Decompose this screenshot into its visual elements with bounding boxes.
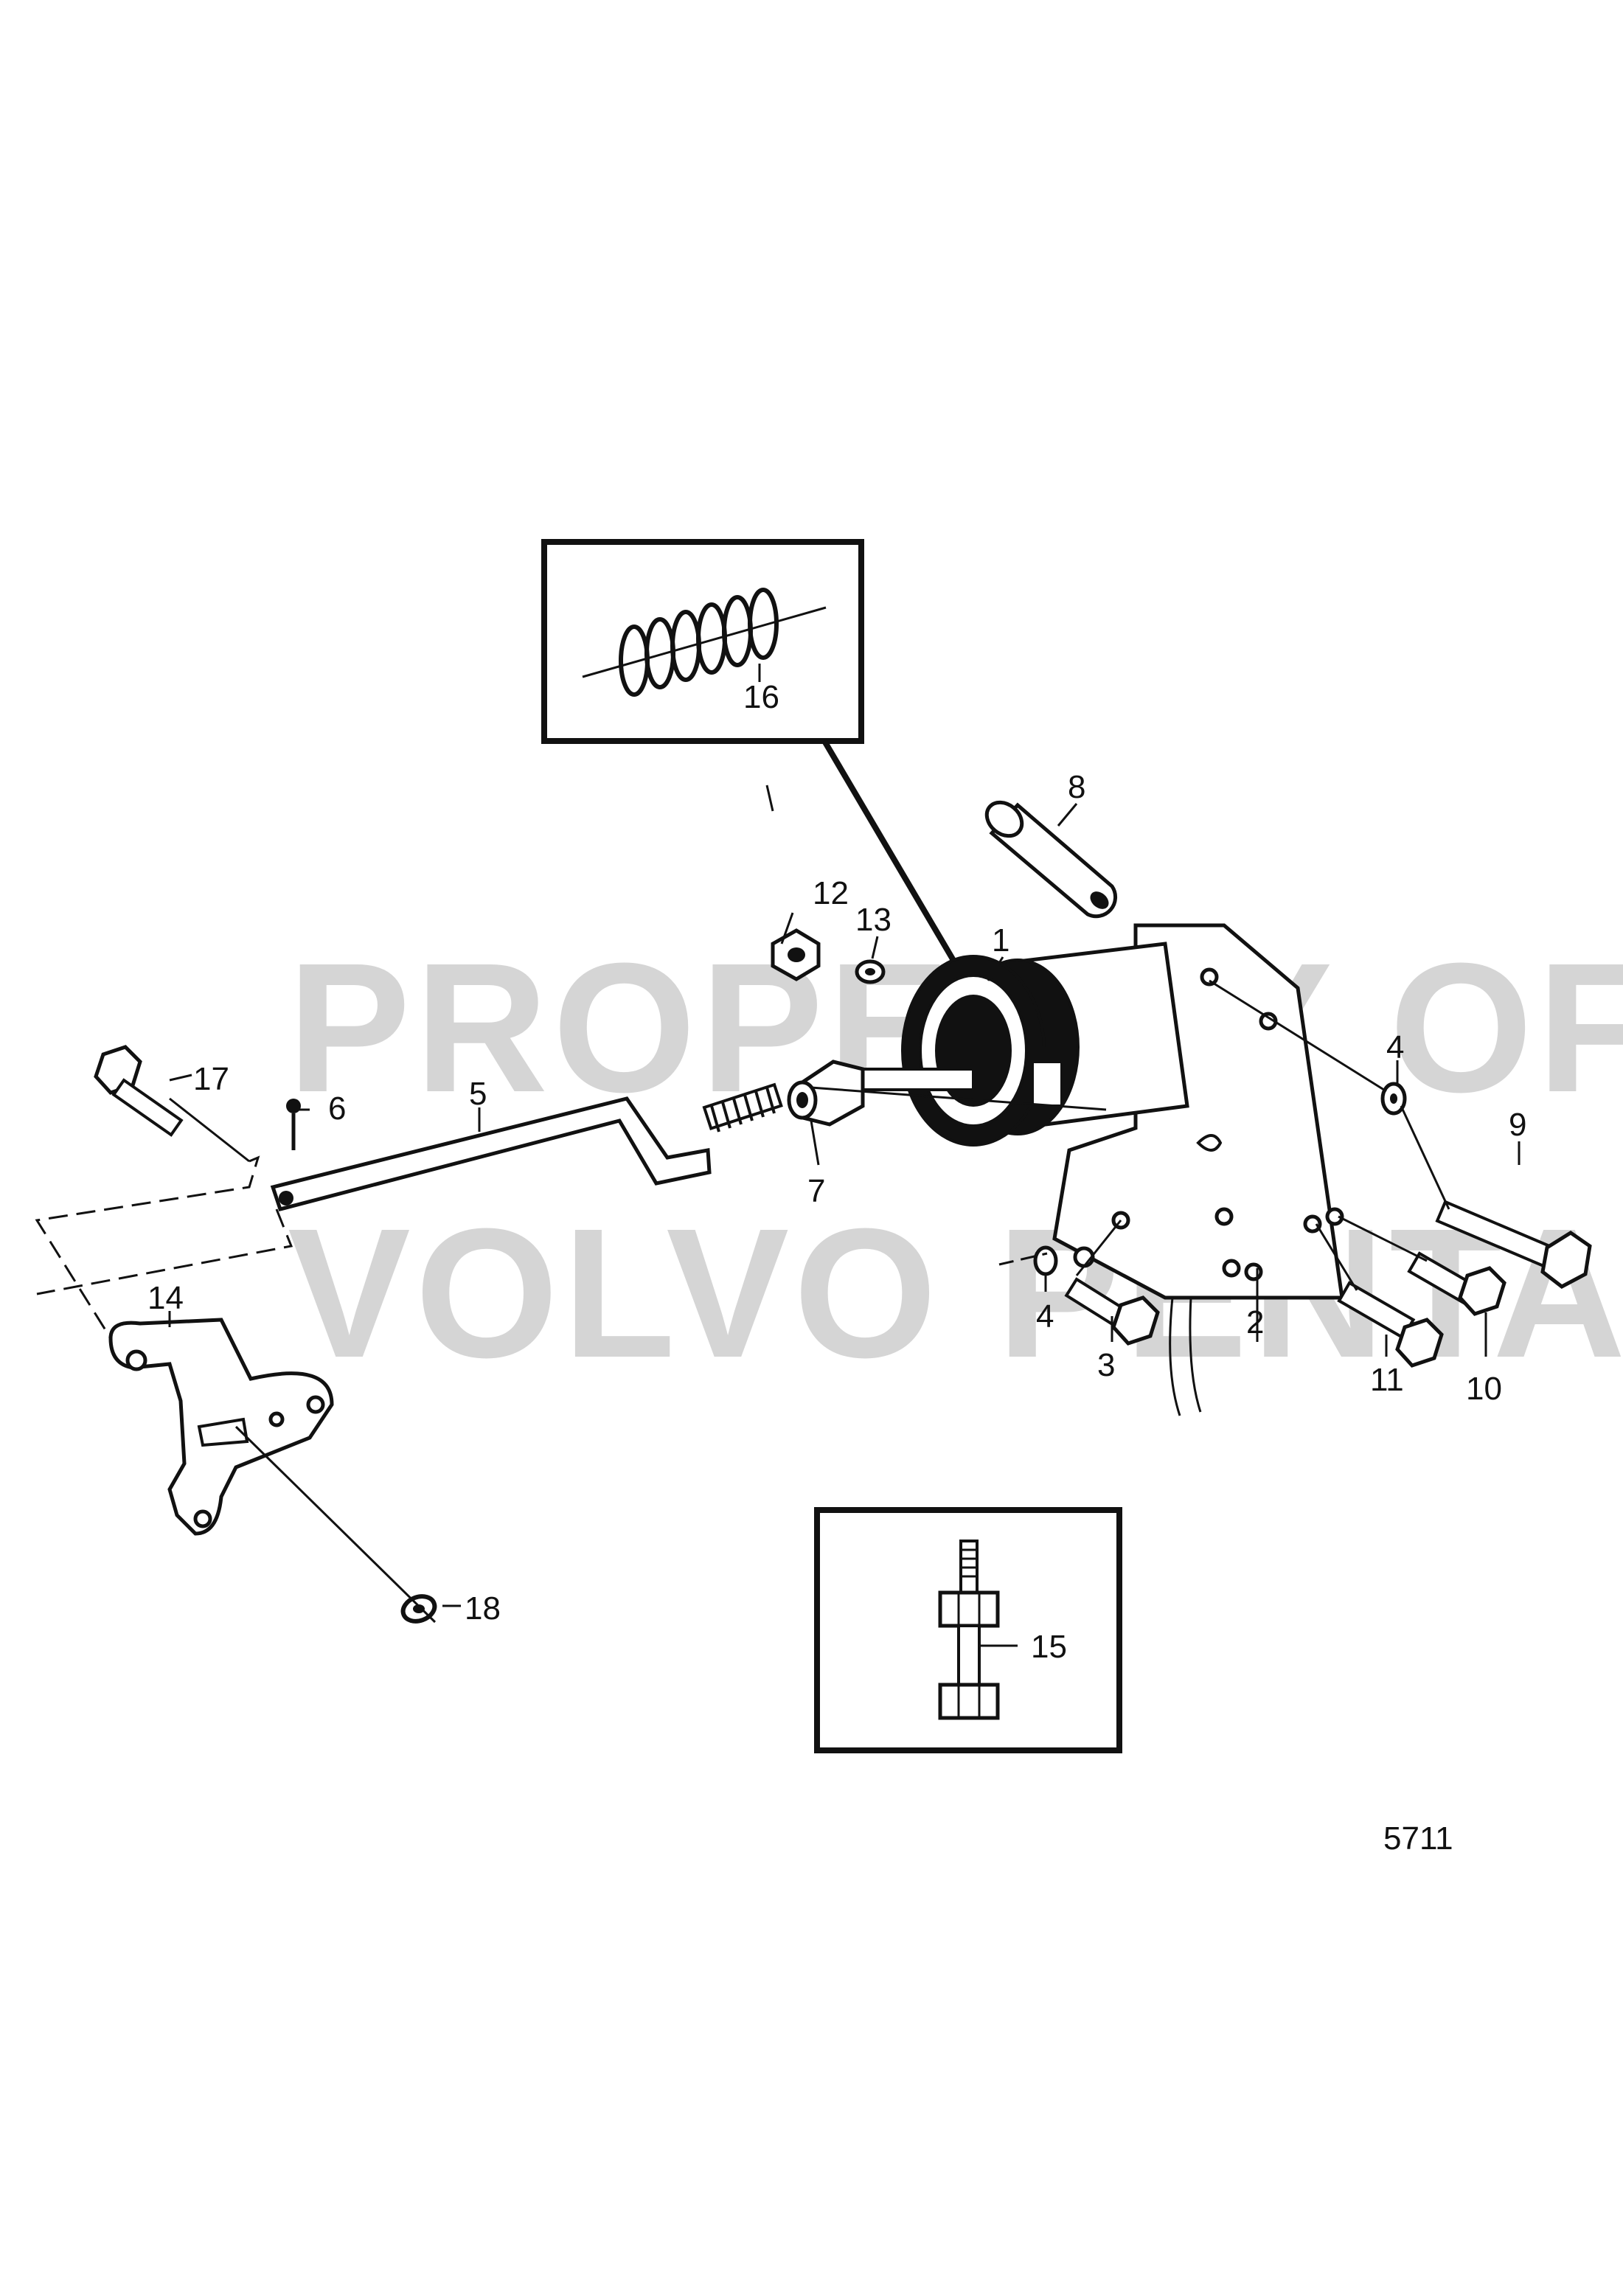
control-rod-icon bbox=[270, 1082, 783, 1212]
leader-lines bbox=[35, 785, 1521, 1624]
spring-icon bbox=[619, 588, 779, 697]
stud-icon bbox=[938, 1540, 1000, 1720]
bolt-10-icon bbox=[1407, 1251, 1506, 1316]
callout-4-lower: 4 bbox=[1036, 1298, 1054, 1335]
coupling-nut-icon bbox=[787, 1060, 865, 1127]
bolt-17-icon bbox=[94, 1045, 184, 1137]
lock-nut-icon bbox=[771, 928, 821, 981]
pin-icon bbox=[286, 1099, 301, 1150]
callout-9: 9 bbox=[1509, 1107, 1526, 1143]
washer-13-icon bbox=[855, 959, 886, 984]
callout-5: 5 bbox=[469, 1076, 487, 1112]
watermark-line-2: VOLVO PENTA bbox=[288, 1190, 1623, 1396]
callout-8: 8 bbox=[1068, 769, 1085, 805]
callout-17: 17 bbox=[193, 1061, 229, 1097]
bolt-9-icon bbox=[1435, 1200, 1592, 1289]
spacer-sleeve-icon bbox=[984, 800, 1118, 919]
callout-3: 3 bbox=[1097, 1347, 1115, 1383]
callout-16: 16 bbox=[743, 679, 779, 715]
callout-4-upper: 4 bbox=[1386, 1029, 1404, 1065]
callout-6: 6 bbox=[328, 1090, 346, 1127]
callouts: 1 2 3 4 4 5 6 7 8 9 10 11 12 13 14 15 16… bbox=[147, 679, 1526, 1665]
callout-11: 11 bbox=[1370, 1362, 1404, 1398]
lever-plate-icon bbox=[108, 1318, 334, 1536]
washer-4-lower-icon bbox=[1033, 1245, 1058, 1276]
callout-13: 13 bbox=[855, 902, 892, 938]
callout-1: 1 bbox=[992, 922, 1009, 959]
callout-2: 2 bbox=[1246, 1304, 1264, 1340]
callout-7: 7 bbox=[807, 1173, 825, 1209]
washer-4-upper-icon bbox=[1380, 1082, 1407, 1116]
callout-14: 14 bbox=[147, 1280, 184, 1316]
callout-18: 18 bbox=[465, 1590, 501, 1627]
callout-12: 12 bbox=[813, 875, 849, 911]
callout-15: 15 bbox=[1031, 1629, 1067, 1665]
figure-number: 5711 bbox=[1383, 1820, 1453, 1857]
bolt-3-icon bbox=[1064, 1277, 1160, 1346]
inset-box-spring bbox=[541, 539, 864, 744]
inset-spring bbox=[541, 539, 975, 994]
bolt-11-icon bbox=[1337, 1281, 1444, 1368]
pulley-drum-icon bbox=[847, 942, 1189, 1147]
inset-stud bbox=[814, 1507, 1122, 1753]
callout-10: 10 bbox=[1466, 1371, 1502, 1407]
